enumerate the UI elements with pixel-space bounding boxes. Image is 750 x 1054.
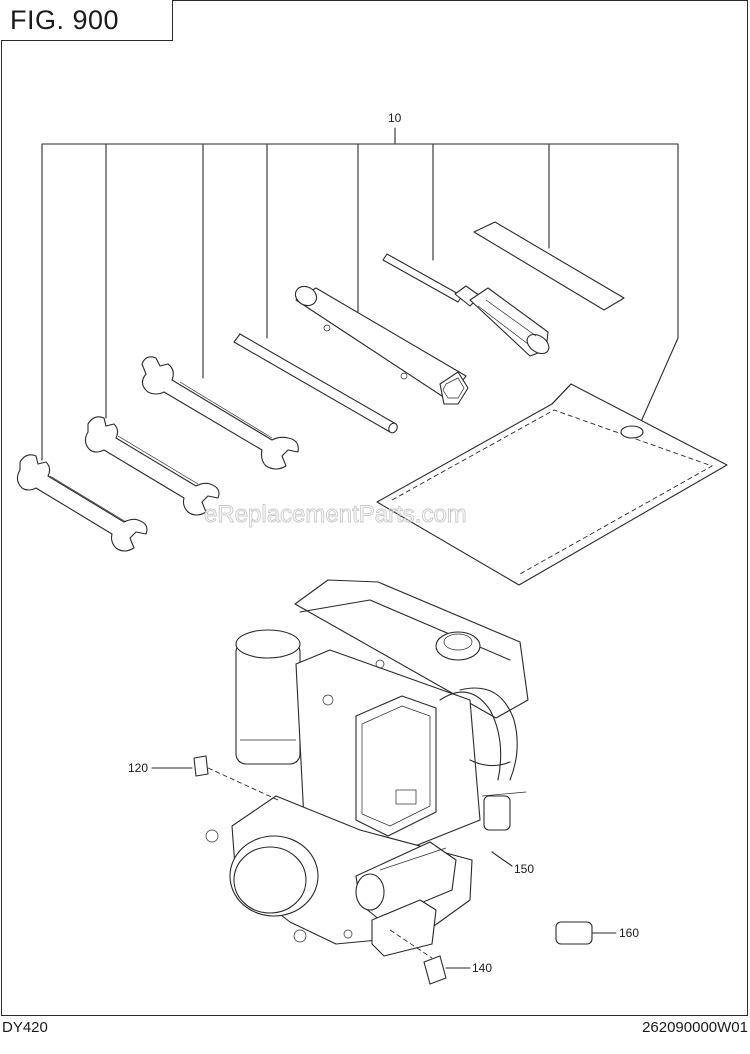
model-number: DY420 [2, 1019, 48, 1036]
strip-plate [473, 221, 625, 311]
callout-140-label: 140 [472, 961, 492, 975]
callout-160-label: 160 [619, 926, 639, 940]
diagram-frame [1, 0, 748, 1016]
screwdriver [382, 253, 550, 357]
callout-150-label: 150 [514, 862, 534, 876]
engine [205, 579, 529, 957]
wrench-small [16, 454, 148, 552]
box-wrench [294, 285, 469, 405]
callout-140: 140 [389, 929, 492, 985]
figure-title: FIG. 900 [1, 0, 173, 41]
rod [233, 333, 398, 434]
wrench-medium [84, 416, 220, 516]
callout-10-label: 10 [388, 111, 402, 125]
callout-160: 160 [555, 921, 639, 945]
tool-bag [376, 383, 728, 586]
callout-120-label: 120 [128, 761, 148, 775]
callout-10-leaders: 10 [41, 111, 679, 461]
wrench-large [141, 356, 299, 470]
callout-120: 120 [128, 755, 279, 801]
watermark-text: eReplacementParts.com [204, 501, 467, 528]
diagram-part-number: 262090000W01 [642, 1019, 748, 1036]
callout-150: 150 [491, 851, 534, 876]
